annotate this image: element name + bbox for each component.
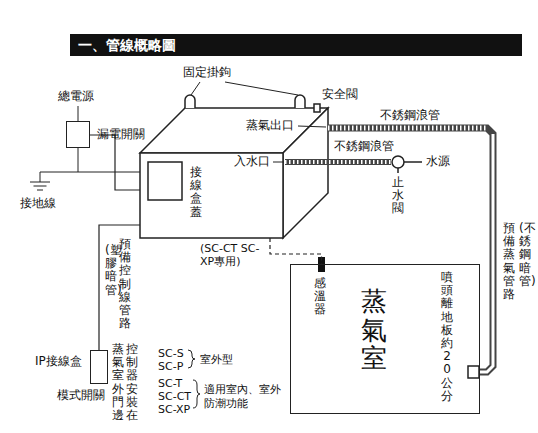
ip-junction-box: IP接線盒模式開關 xyxy=(90,350,108,384)
model-name: SC-T xyxy=(158,378,182,391)
generator-front xyxy=(140,153,283,238)
leader-line xyxy=(191,82,200,95)
power-wire xyxy=(90,135,140,190)
breaker-box: 漏電開關 xyxy=(66,121,90,148)
stop-valve xyxy=(392,156,404,168)
water-source-line xyxy=(404,161,422,163)
part-label: 總電源 xyxy=(58,90,94,104)
part-label: 蒸氣出口 xyxy=(246,119,294,133)
ground-symbol xyxy=(37,190,43,191)
bracket xyxy=(188,350,195,368)
control-conduit xyxy=(99,225,140,350)
junction-label: 接線盒蓋 xyxy=(190,166,202,219)
pipe-label: 不銹鋼浪管 xyxy=(380,109,440,123)
leader-line xyxy=(298,126,326,127)
pipe-inner xyxy=(480,134,493,372)
leader-line xyxy=(225,82,298,95)
sensor-wire xyxy=(270,238,322,264)
room-title: 蒸氣室 xyxy=(361,287,387,373)
hook xyxy=(185,95,195,108)
steam-pipe xyxy=(328,128,493,372)
power-wire xyxy=(78,106,79,122)
title-band: 一、管線概略圖 xyxy=(70,34,522,56)
pipe-note: (塑膠暗管) xyxy=(105,244,117,297)
inlet-pipe xyxy=(285,159,391,165)
leader-line xyxy=(273,162,284,163)
title: 一、管線概略圖 xyxy=(78,37,176,53)
nozzle-note: 噴頭離地板約20公分 xyxy=(441,271,453,403)
part-label: 接地線 xyxy=(20,197,56,211)
valve-handle xyxy=(397,168,399,173)
model-name: SC-S xyxy=(158,348,184,361)
ground-wire xyxy=(78,148,79,172)
junction-box-lid xyxy=(148,162,182,200)
ip-label: IP接線盒 xyxy=(35,355,82,369)
part-label: 固定掛鉤 xyxy=(183,66,231,80)
pipe-corrugation xyxy=(328,126,487,131)
model-name: SC-CT xyxy=(158,391,191,404)
install-note: 控制器安裝在 xyxy=(126,343,138,422)
ground-wire xyxy=(40,172,140,182)
ground-symbol xyxy=(34,186,47,187)
pipe-note: (不銹鋼暗管) xyxy=(519,222,531,288)
generator: 接線盒蓋 xyxy=(140,108,328,238)
model-name: SC-P xyxy=(158,361,183,374)
part-label: 止水閥 xyxy=(392,176,404,216)
pipe-corrugation xyxy=(285,160,391,164)
bracket xyxy=(193,380,200,408)
pipe-label: 預備蒸氣管路 xyxy=(503,222,515,301)
pipe-label: 不銹鋼浪管 xyxy=(334,140,394,154)
pipe-label: 預備控制線管路 xyxy=(119,238,131,330)
ground-symbol xyxy=(30,182,50,183)
model-note: 室外型 xyxy=(200,354,233,367)
hook xyxy=(295,95,305,108)
model-note: 防潮功能 xyxy=(204,398,248,411)
part-label: 水源 xyxy=(426,155,450,169)
part-label: 安全閥 xyxy=(322,88,358,102)
model-name: SC-XP xyxy=(158,404,190,417)
edge-label: (SC-CT SC-XP專用) xyxy=(200,243,264,268)
switch-label: 漏電開關 xyxy=(97,128,145,142)
safety-valve xyxy=(314,104,320,112)
install-note: 蒸氣室外門邊 xyxy=(112,343,124,422)
mode-switch-label: 模式開關 xyxy=(57,389,105,403)
part-label: 入水口 xyxy=(234,155,270,169)
part-label: 感溫器 xyxy=(314,277,326,317)
nozzle xyxy=(468,366,479,378)
model-note: 適用室內、室外 xyxy=(204,384,281,397)
